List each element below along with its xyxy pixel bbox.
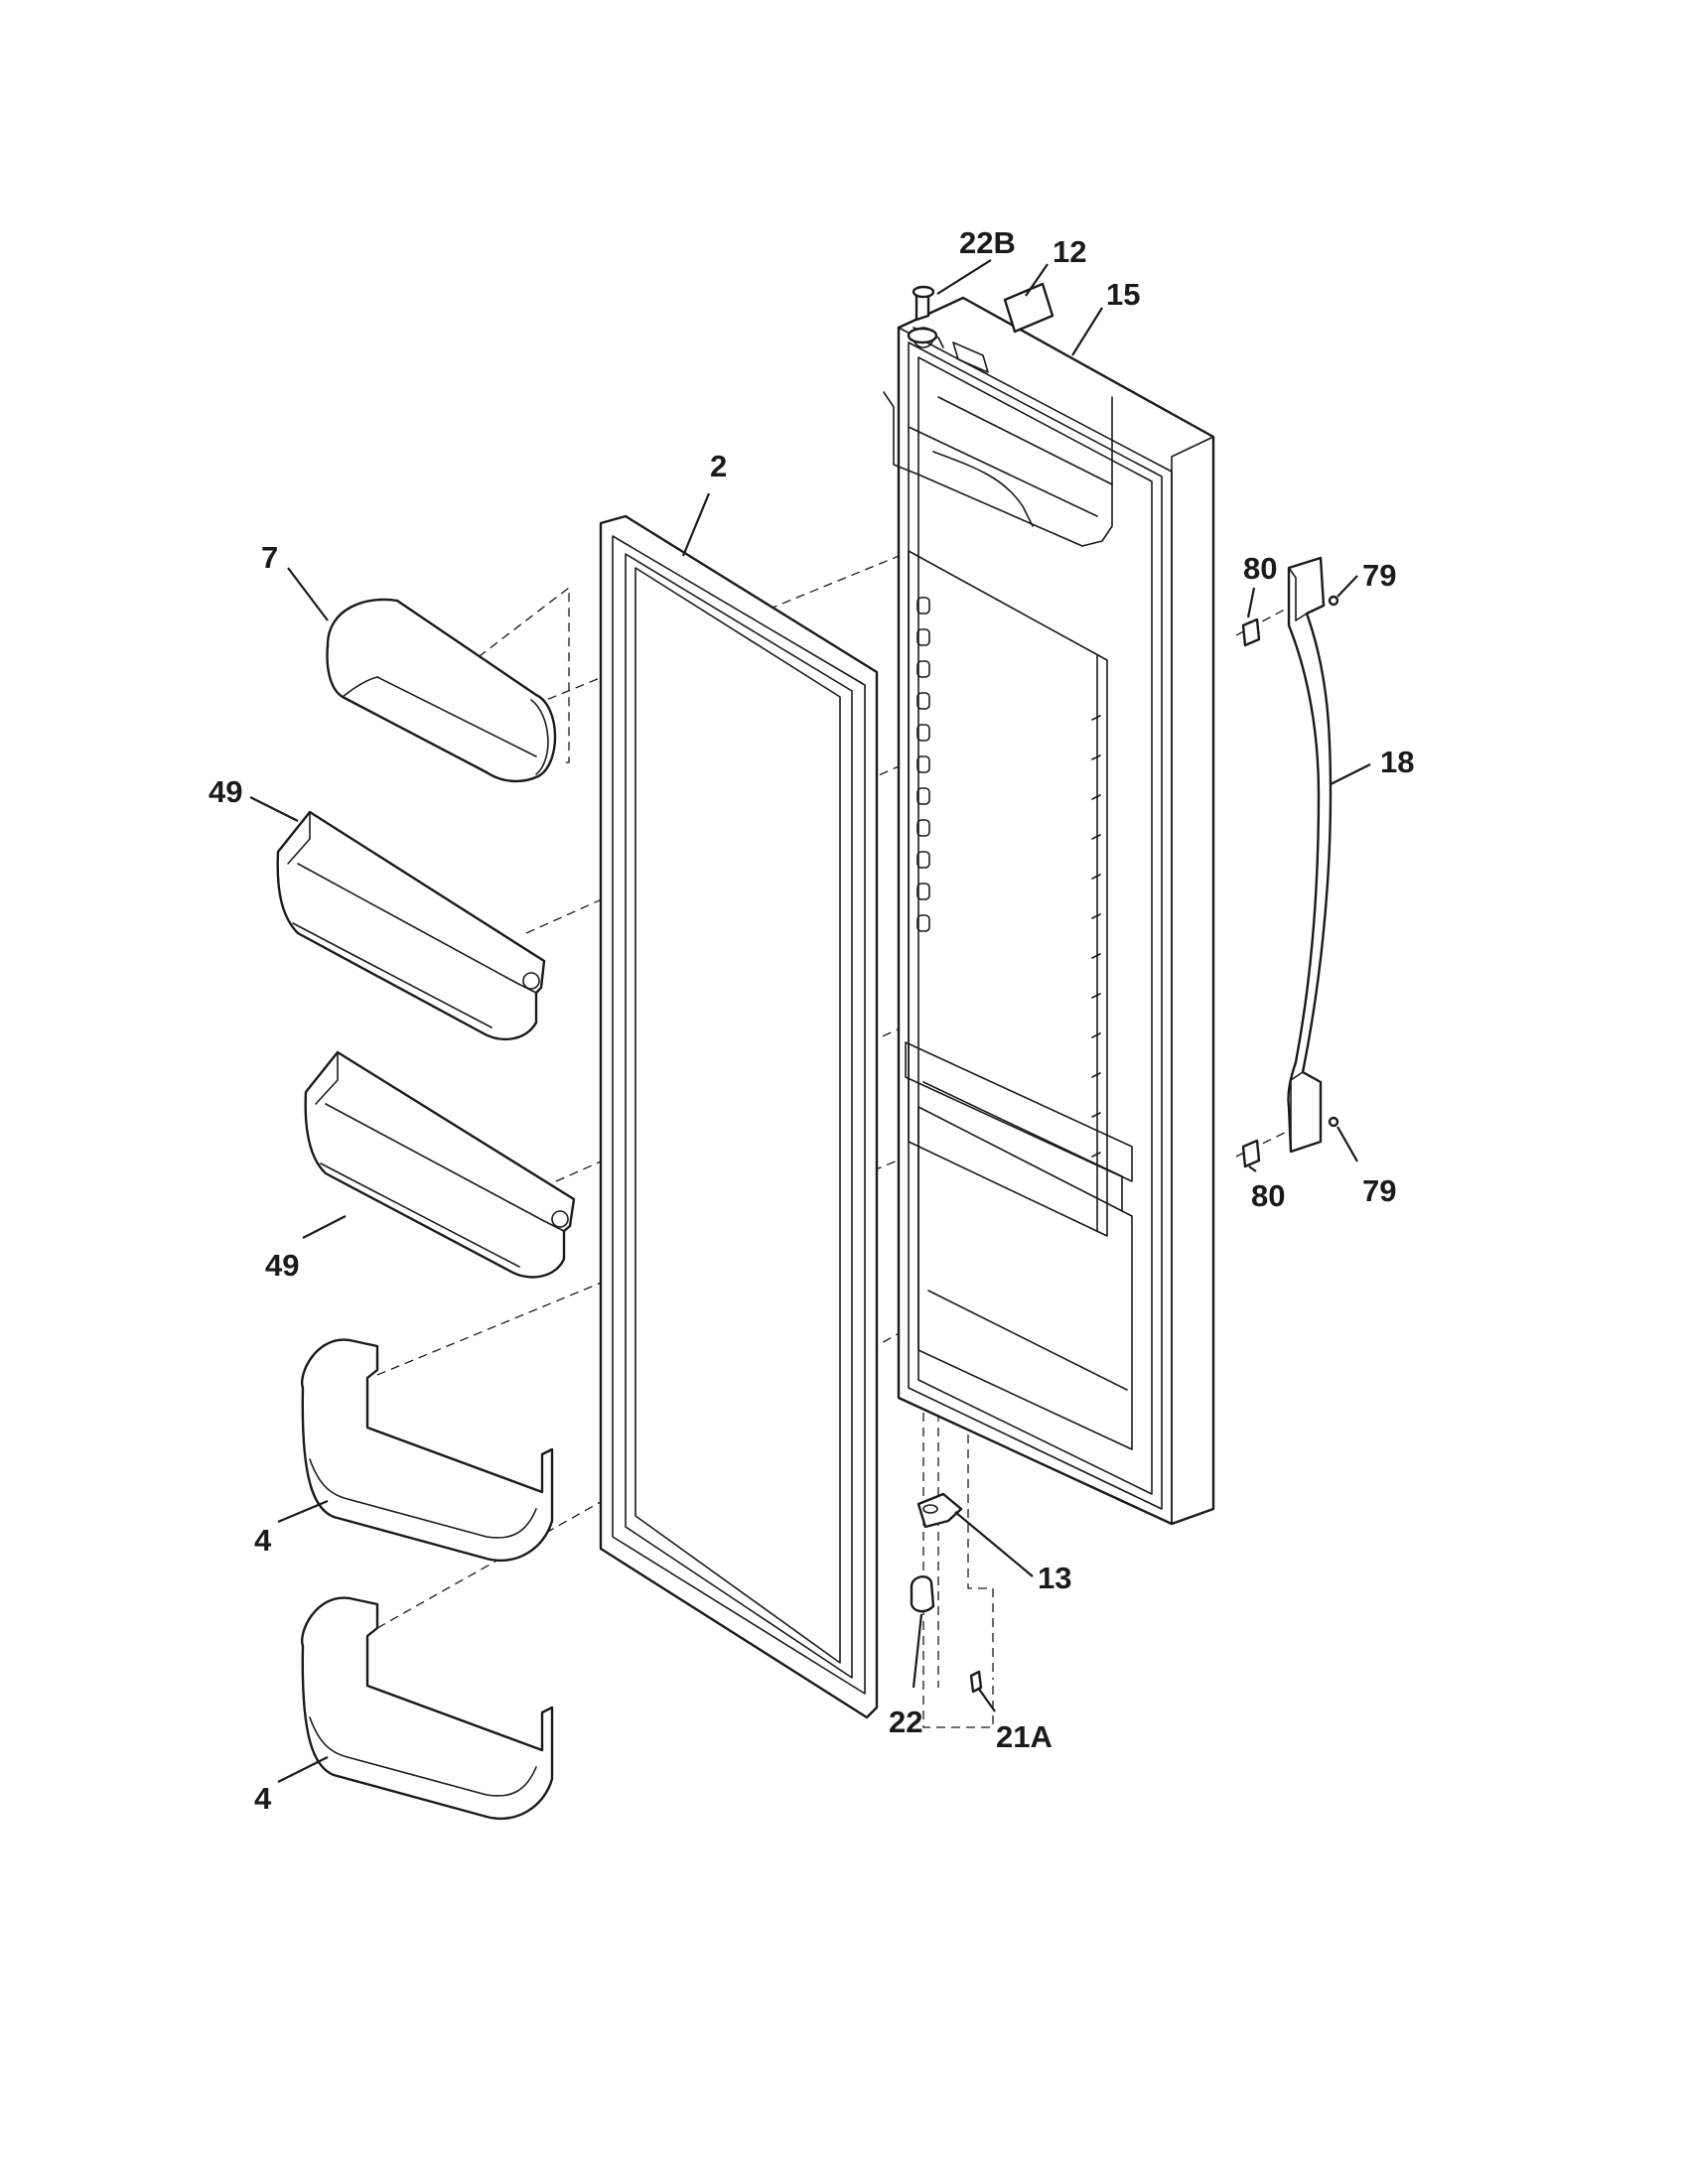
callout-79-upper: 79 (1362, 558, 1396, 593)
shelf-support-tab (1091, 754, 1101, 760)
callout-labels: 22B 12 15 2 7 49 49 4 4 80 79 18 80 79 1… (209, 225, 1414, 1816)
bottom-hinge-bushing (910, 1575, 935, 1613)
shelf-support-stud (916, 755, 930, 773)
shelf-support-stud (916, 628, 930, 646)
door-handle (1287, 556, 1333, 1154)
shelf-support-stud (916, 883, 930, 900)
top-hinge-pin (907, 285, 938, 344)
door-shelf-lower (300, 1596, 554, 1821)
shelf-support-tab (1091, 1152, 1101, 1158)
callout-7: 7 (261, 540, 278, 575)
door-gasket (599, 514, 879, 1719)
callout-4-lower: 4 (254, 1781, 272, 1816)
callout-80-upper: 80 (1243, 551, 1277, 586)
shelf-support-tab (1091, 1072, 1101, 1078)
callout-22b: 22B (959, 225, 1016, 260)
callout-49-lower: 49 (265, 1248, 299, 1283)
callout-2: 2 (710, 449, 727, 483)
shelf-support-studs (916, 597, 1101, 1158)
shelf-support-tab (1091, 874, 1101, 880)
callout-12: 12 (1053, 234, 1086, 269)
callout-79-lower: 79 (1362, 1173, 1396, 1208)
shelf-support-stud (916, 819, 930, 837)
shelf-support-tab (1091, 834, 1101, 840)
callout-18: 18 (1380, 745, 1414, 779)
shelf-support-tab (1091, 1112, 1101, 1118)
callout-4-upper: 4 (254, 1523, 272, 1558)
handle-stud-upper (1241, 617, 1261, 647)
shelf-support-tab (1091, 1032, 1101, 1038)
handle-stud-lower (1241, 1139, 1261, 1168)
shelf-support-stud (916, 660, 930, 678)
callout-49-upper: 49 (209, 774, 242, 809)
callout-21a: 21A (996, 1719, 1053, 1754)
dairy-door-cover (326, 598, 557, 783)
shelf-support-tab (1091, 993, 1101, 999)
shelf-support-stud (916, 692, 930, 710)
callout-13: 13 (1038, 1561, 1071, 1595)
shelf-support-stud (916, 597, 930, 614)
door-assembly (883, 296, 1215, 1526)
door-bin-upper (276, 810, 546, 1040)
shelf-support-tab (1091, 715, 1101, 721)
callout-leaders (249, 259, 1371, 1783)
shelf-support-stud (916, 787, 930, 805)
shelf-support-stud (916, 724, 930, 742)
handle-screw-upper (1328, 595, 1339, 607)
bottom-screw (969, 1670, 983, 1694)
callout-80-lower: 80 (1251, 1178, 1285, 1213)
callout-22: 22 (889, 1705, 922, 1739)
shelf-support-tab (1091, 913, 1101, 919)
shelf-support-stud (916, 851, 930, 869)
bottom-hinge-bracket (916, 1492, 963, 1529)
shelf-support-stud (916, 914, 930, 932)
callout-15: 15 (1106, 277, 1140, 312)
shelf-support-tab (1091, 953, 1101, 959)
handle-screw-lower (1328, 1116, 1339, 1128)
door-bin-lower (304, 1050, 576, 1279)
shelf-support-tab (1091, 794, 1101, 800)
door-shelf-upper (300, 1338, 554, 1563)
